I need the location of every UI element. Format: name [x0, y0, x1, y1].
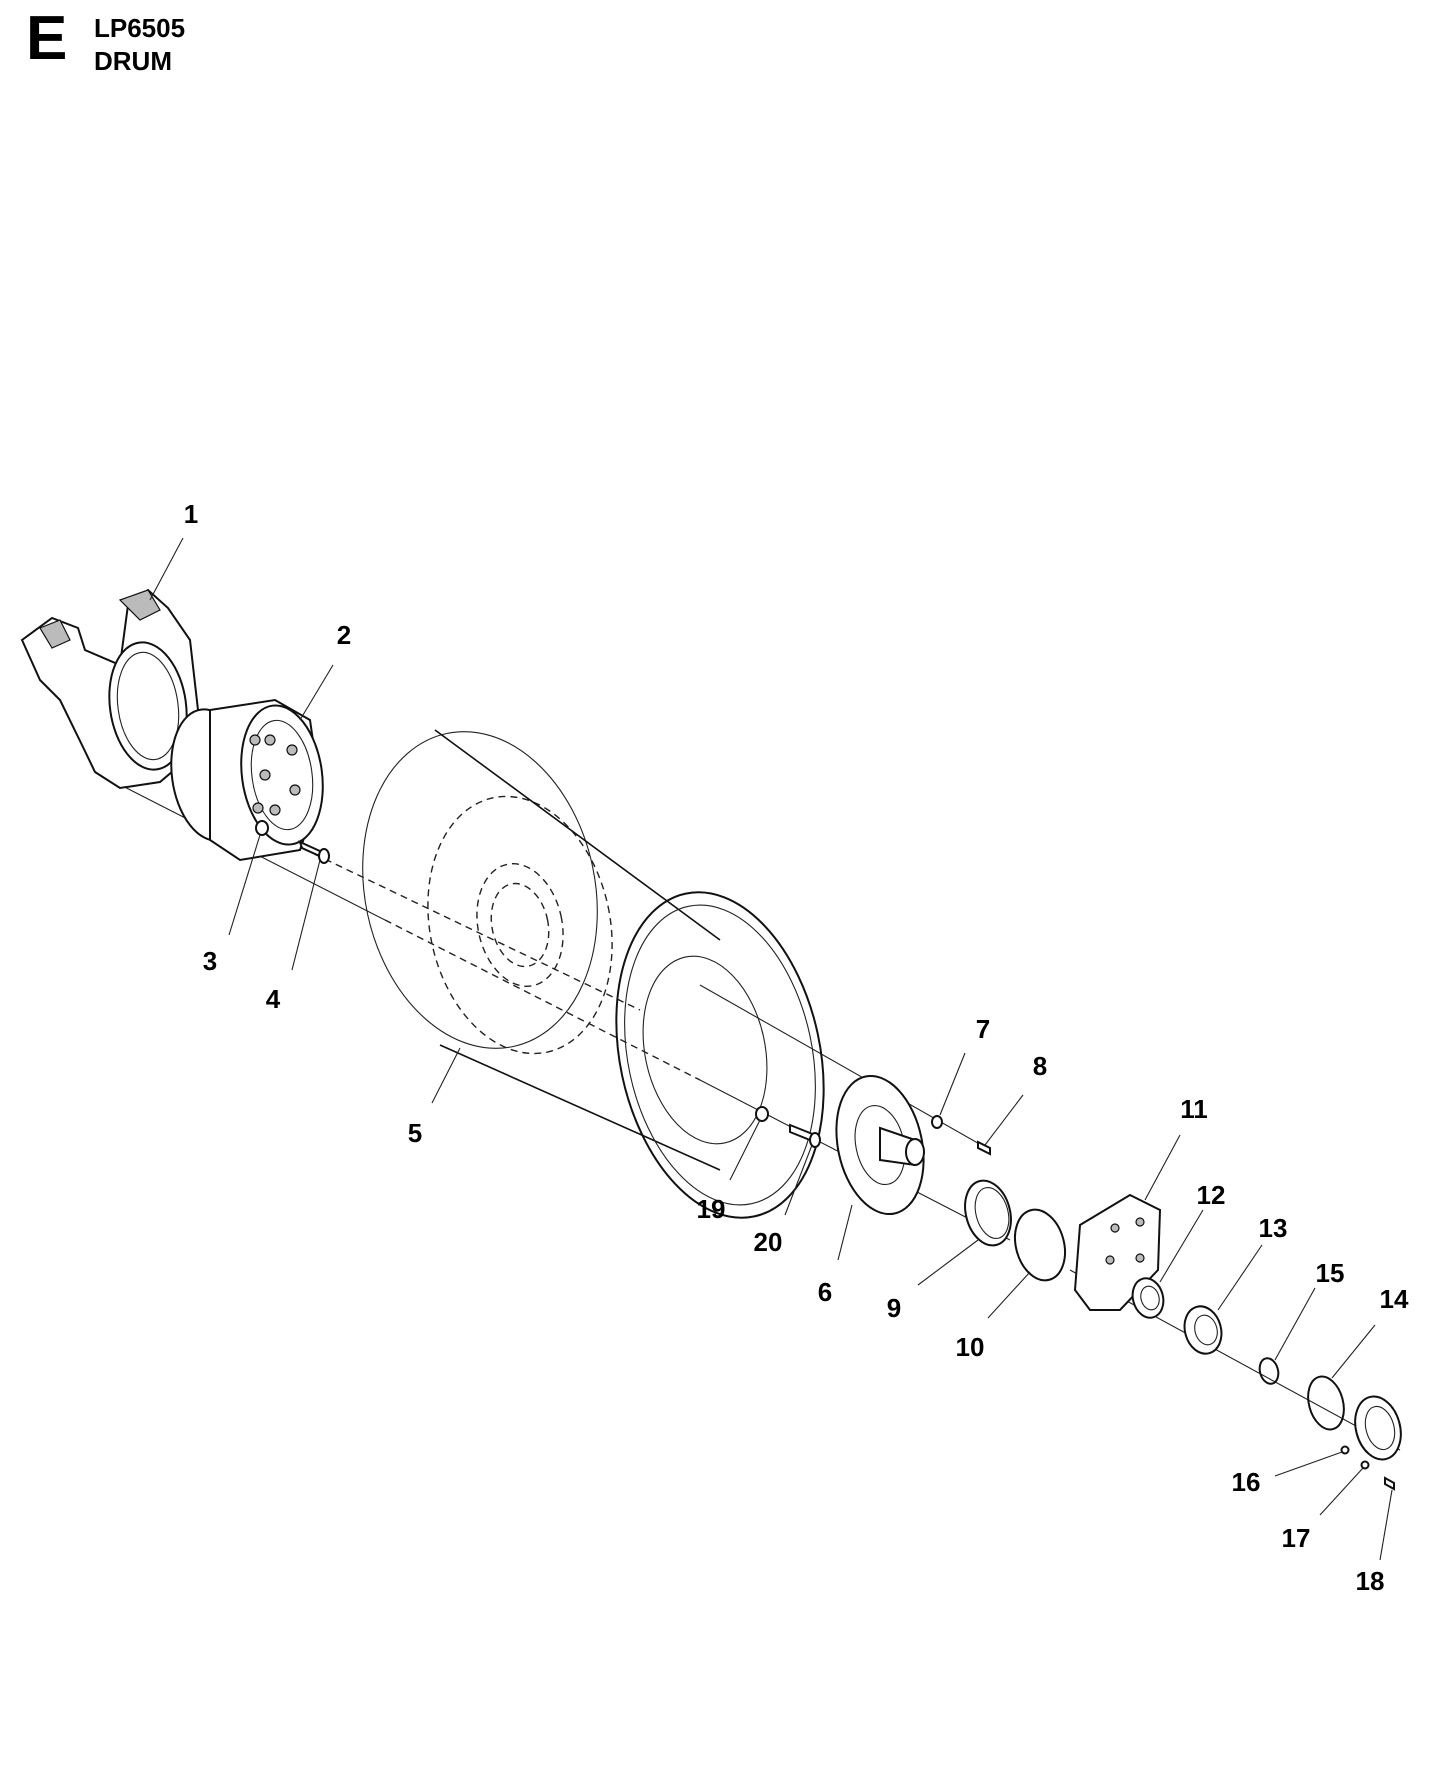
- frame-bracket-part: [20, 588, 200, 790]
- seal-part-12: [1131, 1277, 1165, 1319]
- bolt-part-8: [977, 1140, 991, 1156]
- callout-9: 9: [887, 1293, 901, 1323]
- washer-part-7: [931, 1115, 943, 1129]
- section-letter: E: [26, 4, 68, 73]
- bolt-part-20: [789, 1123, 821, 1148]
- o-ring-part-15: [1258, 1357, 1280, 1385]
- callout-16: 16: [1232, 1467, 1261, 1497]
- model-number: LP6505: [94, 13, 186, 43]
- callout-2: 2: [337, 620, 351, 650]
- o-ring-part-14: [1307, 1375, 1345, 1431]
- callout-8: 8: [1033, 1051, 1047, 1081]
- end-cover-part: [1354, 1395, 1402, 1461]
- bearing-part-13: [1183, 1305, 1223, 1355]
- page-title: DRUM: [94, 46, 172, 76]
- washer-part-19: [755, 1106, 769, 1122]
- callout-7: 7: [976, 1014, 990, 1044]
- ring-part-9: [964, 1179, 1012, 1247]
- callout-18: 18: [1356, 1566, 1385, 1596]
- callout-19: 19: [697, 1194, 726, 1224]
- callout-6: 6: [818, 1277, 832, 1307]
- callout-4: 4: [266, 984, 281, 1014]
- callout-1: 1: [184, 499, 198, 529]
- callout-12: 12: [1197, 1180, 1226, 1210]
- flange-shaft-part: [835, 1074, 925, 1216]
- washer-part-16: [1340, 1445, 1350, 1455]
- axis-line-5: [259, 827, 641, 1011]
- callout-11: 11: [1180, 1094, 1208, 1124]
- washer-part-3: [255, 820, 269, 836]
- washer-part-17: [1360, 1460, 1370, 1470]
- axis-line-hidden: [384, 919, 701, 1081]
- clamp-ring-part-10: [1014, 1208, 1066, 1282]
- drum-part: [362, 729, 825, 1219]
- callout-20: 20: [754, 1227, 783, 1257]
- bolt-part-4: [298, 840, 330, 864]
- callout-15: 15: [1316, 1258, 1345, 1288]
- callout-13: 13: [1259, 1213, 1288, 1243]
- callout-14: 14: [1380, 1284, 1409, 1314]
- callout-17: 17: [1282, 1523, 1311, 1553]
- callout-10: 10: [956, 1332, 985, 1362]
- callout-3: 3: [203, 946, 217, 976]
- callout-5: 5: [408, 1118, 422, 1148]
- screw-part-18: [1384, 1476, 1395, 1491]
- leader-lines: [149, 537, 1393, 1561]
- drive-motor-part: [170, 698, 324, 862]
